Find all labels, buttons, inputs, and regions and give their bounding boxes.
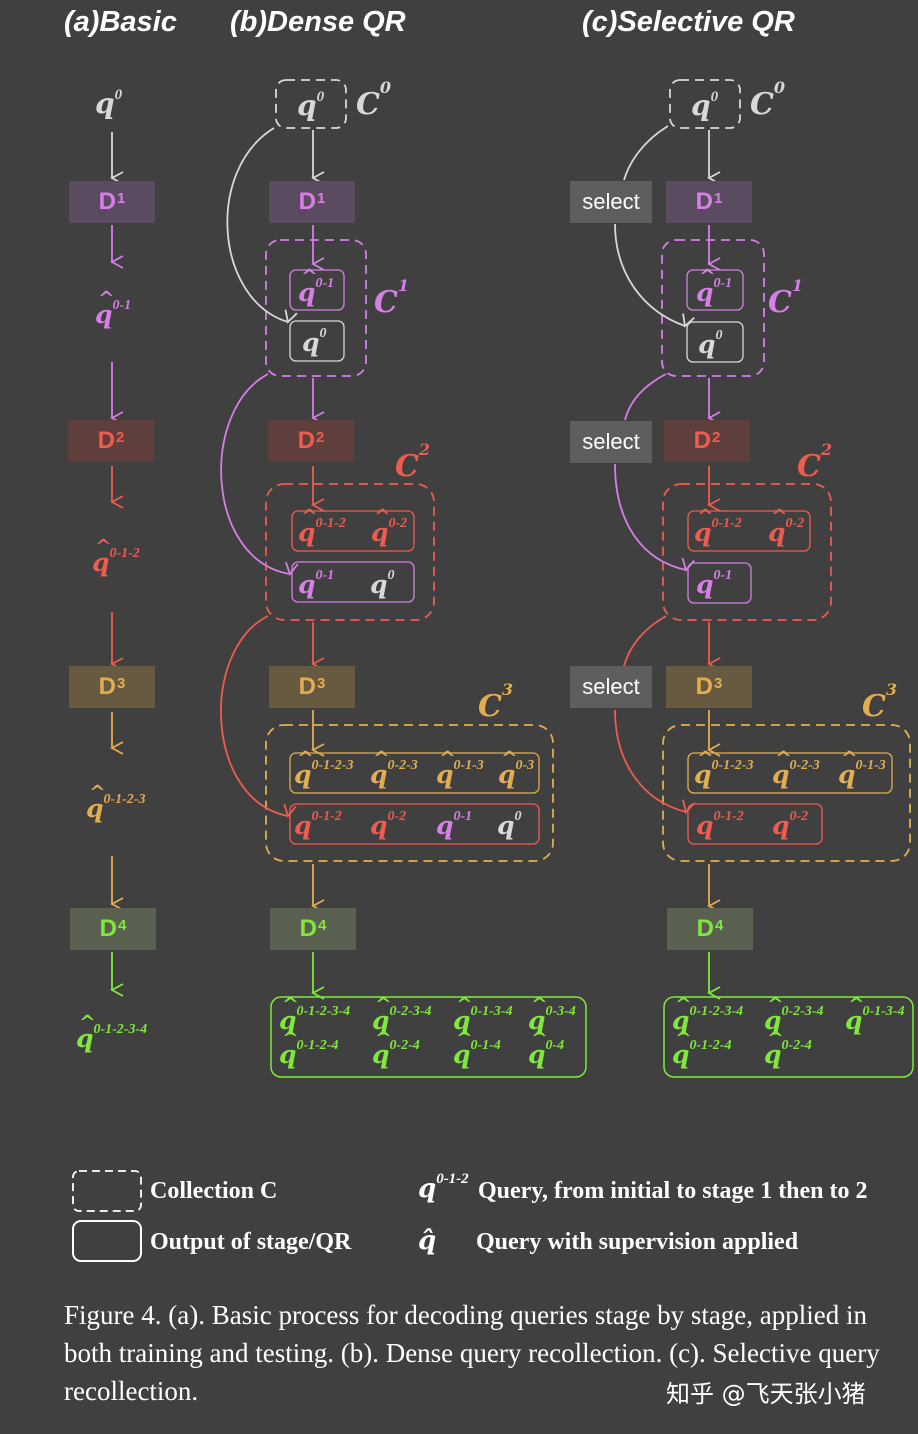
dense-final-query-r2-4: q0-4	[528, 1038, 564, 1067]
basic-query-q0: q0	[95, 86, 123, 120]
figure-caption: Figure 4. (a). Basic process for decodin…	[64, 1300, 880, 1406]
dense-structure	[220, 79, 587, 1078]
dense-c3-output-query-1: q0-1-2-3	[294, 758, 353, 787]
selective-structure	[614, 79, 914, 1078]
watermark: 知乎 @飞天张小猪	[666, 1380, 866, 1408]
dense-c2-recollected-query-1: q0-1	[298, 567, 335, 599]
selective-query-q0: q0	[691, 88, 719, 122]
selective-c3-output-query-1: q0-1-2-3	[694, 758, 753, 787]
selective-c3-output-query-2: q0-2-3	[772, 758, 820, 787]
dense-collection-c3-label: C3	[478, 680, 514, 724]
dense-final-query-r2-1: q0-1-2-4	[279, 1038, 338, 1067]
legend-query-desc: Query, from initial to stage 1 then to 2	[478, 1178, 868, 1204]
dense-final-query-r2-2: q0-2-4	[372, 1038, 420, 1067]
dense-c2-output-query-2: q0-2	[371, 516, 407, 545]
dense-collection-c1-label: C1	[374, 276, 410, 320]
selective-final-query-r2-1: q0-1-2-4	[672, 1038, 731, 1067]
legend-hat-symbol: q̂	[418, 1226, 437, 1256]
dense-c3-recollected-query-4: q0	[497, 808, 522, 840]
selective-c1-output-query: q0-1	[696, 276, 732, 305]
dense-c3-recollected-query-1: q0-1-2	[294, 808, 342, 840]
select-box-1: select	[570, 181, 652, 223]
legend-collection-swatch	[72, 1170, 142, 1212]
legend-output-swatch	[72, 1220, 142, 1262]
dense-c3-recollected-query-2: q0-2	[370, 808, 407, 840]
basic-query-out4: q0-1-2-3-4	[76, 1022, 147, 1051]
panel-title-selective-qr: (c)Selective QR	[582, 6, 795, 38]
selective-c3-recollected-query-1: q0-1-2	[696, 808, 744, 840]
selective-c3-output-query-3: q0-1-3	[838, 758, 886, 787]
dense-c2-output-query-1: q0-1-2	[298, 516, 346, 545]
dense-c1-output-query: q0-1	[298, 276, 334, 305]
basic-query-out2: q0-1-2	[92, 546, 140, 575]
selective-c2-recollected-query-1: q0-1	[696, 567, 733, 599]
dense-c3-output-query-3: q0-1-3	[436, 758, 484, 787]
dense-collection-c0-label: C0	[356, 78, 392, 122]
dense-c2-recollected-query-2: q0	[370, 567, 395, 599]
selective-c2-output-query-2: q0-2	[768, 516, 804, 545]
dense-c1-recollected-query: q0	[302, 325, 327, 357]
dense-final-query-r2-3: q0-1-4	[453, 1038, 501, 1067]
selective-collection-c3-label: C3	[862, 680, 898, 724]
selective-collection-c0-label: C0	[750, 78, 786, 122]
panel-title-basic: (a)Basic	[64, 6, 177, 38]
select-box-3: select	[570, 666, 652, 708]
selective-final-query-r1-3: q0-1-3-4	[845, 1004, 904, 1033]
legend-collection-label: Collection C	[150, 1178, 278, 1204]
basic-query-out1: q0-1	[95, 298, 131, 327]
selective-collection-c2-label: C2	[797, 440, 833, 484]
dense-c3-output-query-2: q0-2-3	[370, 758, 418, 787]
selective-collection-c1-label: C1	[768, 276, 804, 320]
basic-query-out3: q0-1-2-3	[86, 792, 145, 821]
dense-query-q0: q0	[297, 88, 325, 122]
select-box-2: select	[570, 421, 652, 463]
selective-c3-recollected-query-2: q0-2	[772, 808, 809, 840]
legend-output-label: Output of stage/QR	[150, 1229, 352, 1255]
dense-collection-c2-label: C2	[395, 440, 431, 484]
legend-shapes	[72, 1170, 142, 1262]
selective-final-query-r2-2: q0-2-4	[764, 1038, 812, 1067]
dense-c3-output-query-4: q0-3	[498, 758, 534, 787]
panel-title-dense-qr: (b)Dense QR	[230, 6, 406, 38]
selective-c1-recollected-query: q0	[698, 327, 723, 359]
selective-c2-output-query-1: q0-1-2	[694, 516, 742, 545]
dense-c3-recollected-query-3: q0-1	[436, 808, 473, 840]
legend-query-symbol: q0-1-2	[418, 1170, 469, 1204]
legend-hat-desc: Query with supervision applied	[476, 1229, 799, 1255]
